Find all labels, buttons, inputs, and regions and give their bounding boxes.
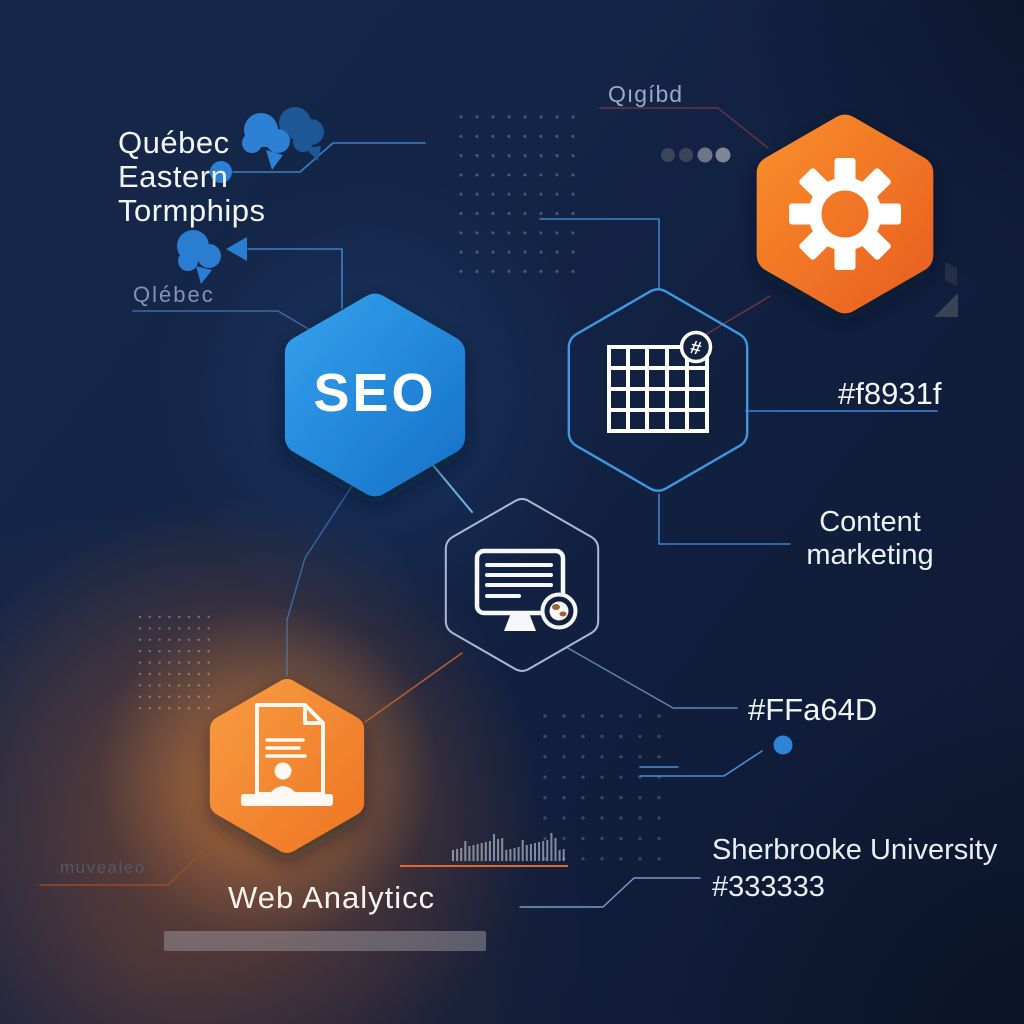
connector-line xyxy=(286,485,353,677)
sherbrooke-university-label: Sherbrooke University #333333 xyxy=(712,832,997,906)
node-dot xyxy=(210,161,232,183)
color-code-ffa64d: #FFa64D xyxy=(748,692,878,727)
web-analytics-label: Web Analyticc xyxy=(228,880,436,915)
watermark-connector-line xyxy=(39,802,253,886)
gear-icon xyxy=(789,158,901,270)
connector-line xyxy=(519,877,701,908)
quebec-title-line: Tormphips xyxy=(118,193,266,228)
barcode-pattern xyxy=(452,833,565,861)
dot-grid-left xyxy=(138,615,210,710)
speech-bubbles-icon xyxy=(242,107,324,170)
content-marketing-line: marketing xyxy=(806,539,934,571)
connector-line xyxy=(247,248,343,309)
muted-watermark-label: muvealeo xyxy=(60,858,146,877)
ellipsis-dots xyxy=(661,147,731,163)
dot-grid-right xyxy=(543,714,661,861)
hash-badge-glyph: # xyxy=(688,337,703,360)
connector-line xyxy=(539,218,660,289)
connector-line xyxy=(431,463,473,513)
qlebec-sublabel: Qlébec xyxy=(133,282,215,307)
sherbrooke-line: Sherbrooke University xyxy=(712,834,998,866)
dot-grid-top xyxy=(459,115,575,273)
connector-line xyxy=(699,295,771,339)
quebec-title: Québec Eastern Tormphips xyxy=(118,126,266,228)
progress-bar xyxy=(164,931,486,951)
sherbrooke-line: #333333 xyxy=(712,871,825,903)
connector-line xyxy=(132,310,318,335)
connector-line xyxy=(639,750,763,777)
quebec-title-line: Eastern xyxy=(118,159,229,194)
content-marketing-line: Content xyxy=(819,506,921,538)
quebec-title-line: Québec xyxy=(118,125,230,160)
connector-line xyxy=(364,652,463,723)
qigibd-connector-line xyxy=(599,107,769,149)
report-document-icon xyxy=(241,703,333,806)
seo-hexagon xyxy=(284,293,466,497)
content-marketing-label: Content marketing xyxy=(770,506,970,572)
monitor-globe-icon xyxy=(474,548,578,631)
connector-line xyxy=(658,493,791,545)
arrow-left-icon xyxy=(226,237,247,261)
table-grid-icon: # xyxy=(607,330,713,433)
table-hexagon xyxy=(567,288,749,492)
color-code-f8931f: #f8931f xyxy=(838,376,942,411)
qigibd-label: Qıgíbd xyxy=(608,81,684,107)
connector-lines xyxy=(39,107,938,908)
seo-node-label: SEO xyxy=(313,363,437,423)
corner-triangles xyxy=(934,262,958,317)
connector-line xyxy=(565,646,738,709)
settings-hexagon xyxy=(756,114,934,314)
node-dot xyxy=(773,735,793,755)
monitor-hexagon xyxy=(444,498,600,672)
speech-bubble-icon xyxy=(177,230,221,284)
hash-badge-icon: # xyxy=(679,330,713,364)
